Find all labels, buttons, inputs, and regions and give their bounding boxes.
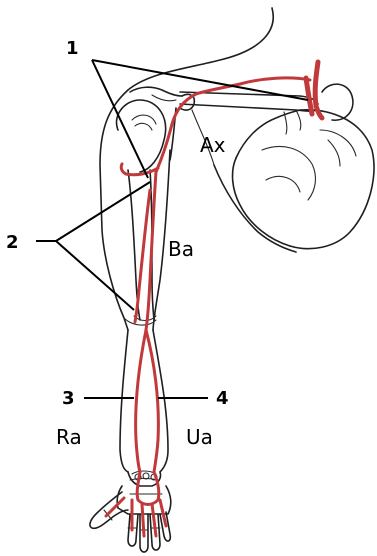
label-brachial: Ba [168,237,194,261]
leader-2b [56,241,134,310]
marker-3: 3 [62,388,75,409]
axillary-artery [156,94,196,172]
marker-1: 1 [66,38,79,59]
palmar-arch [137,472,159,505]
leader-lines [36,60,308,398]
circumflex-branch [121,164,158,175]
marker-2: 2 [6,232,19,253]
subclavian-to-axillary [196,78,310,94]
leader-2a [56,182,150,241]
label-ulnar: Ua [186,425,213,449]
label-axillary: Ax [200,133,226,157]
label-radial: Ra [56,425,82,449]
marker-4: 4 [216,388,229,409]
subclavian-artery [315,62,322,118]
subclavian-artery-2 [306,78,312,114]
radial-artery [136,330,146,472]
